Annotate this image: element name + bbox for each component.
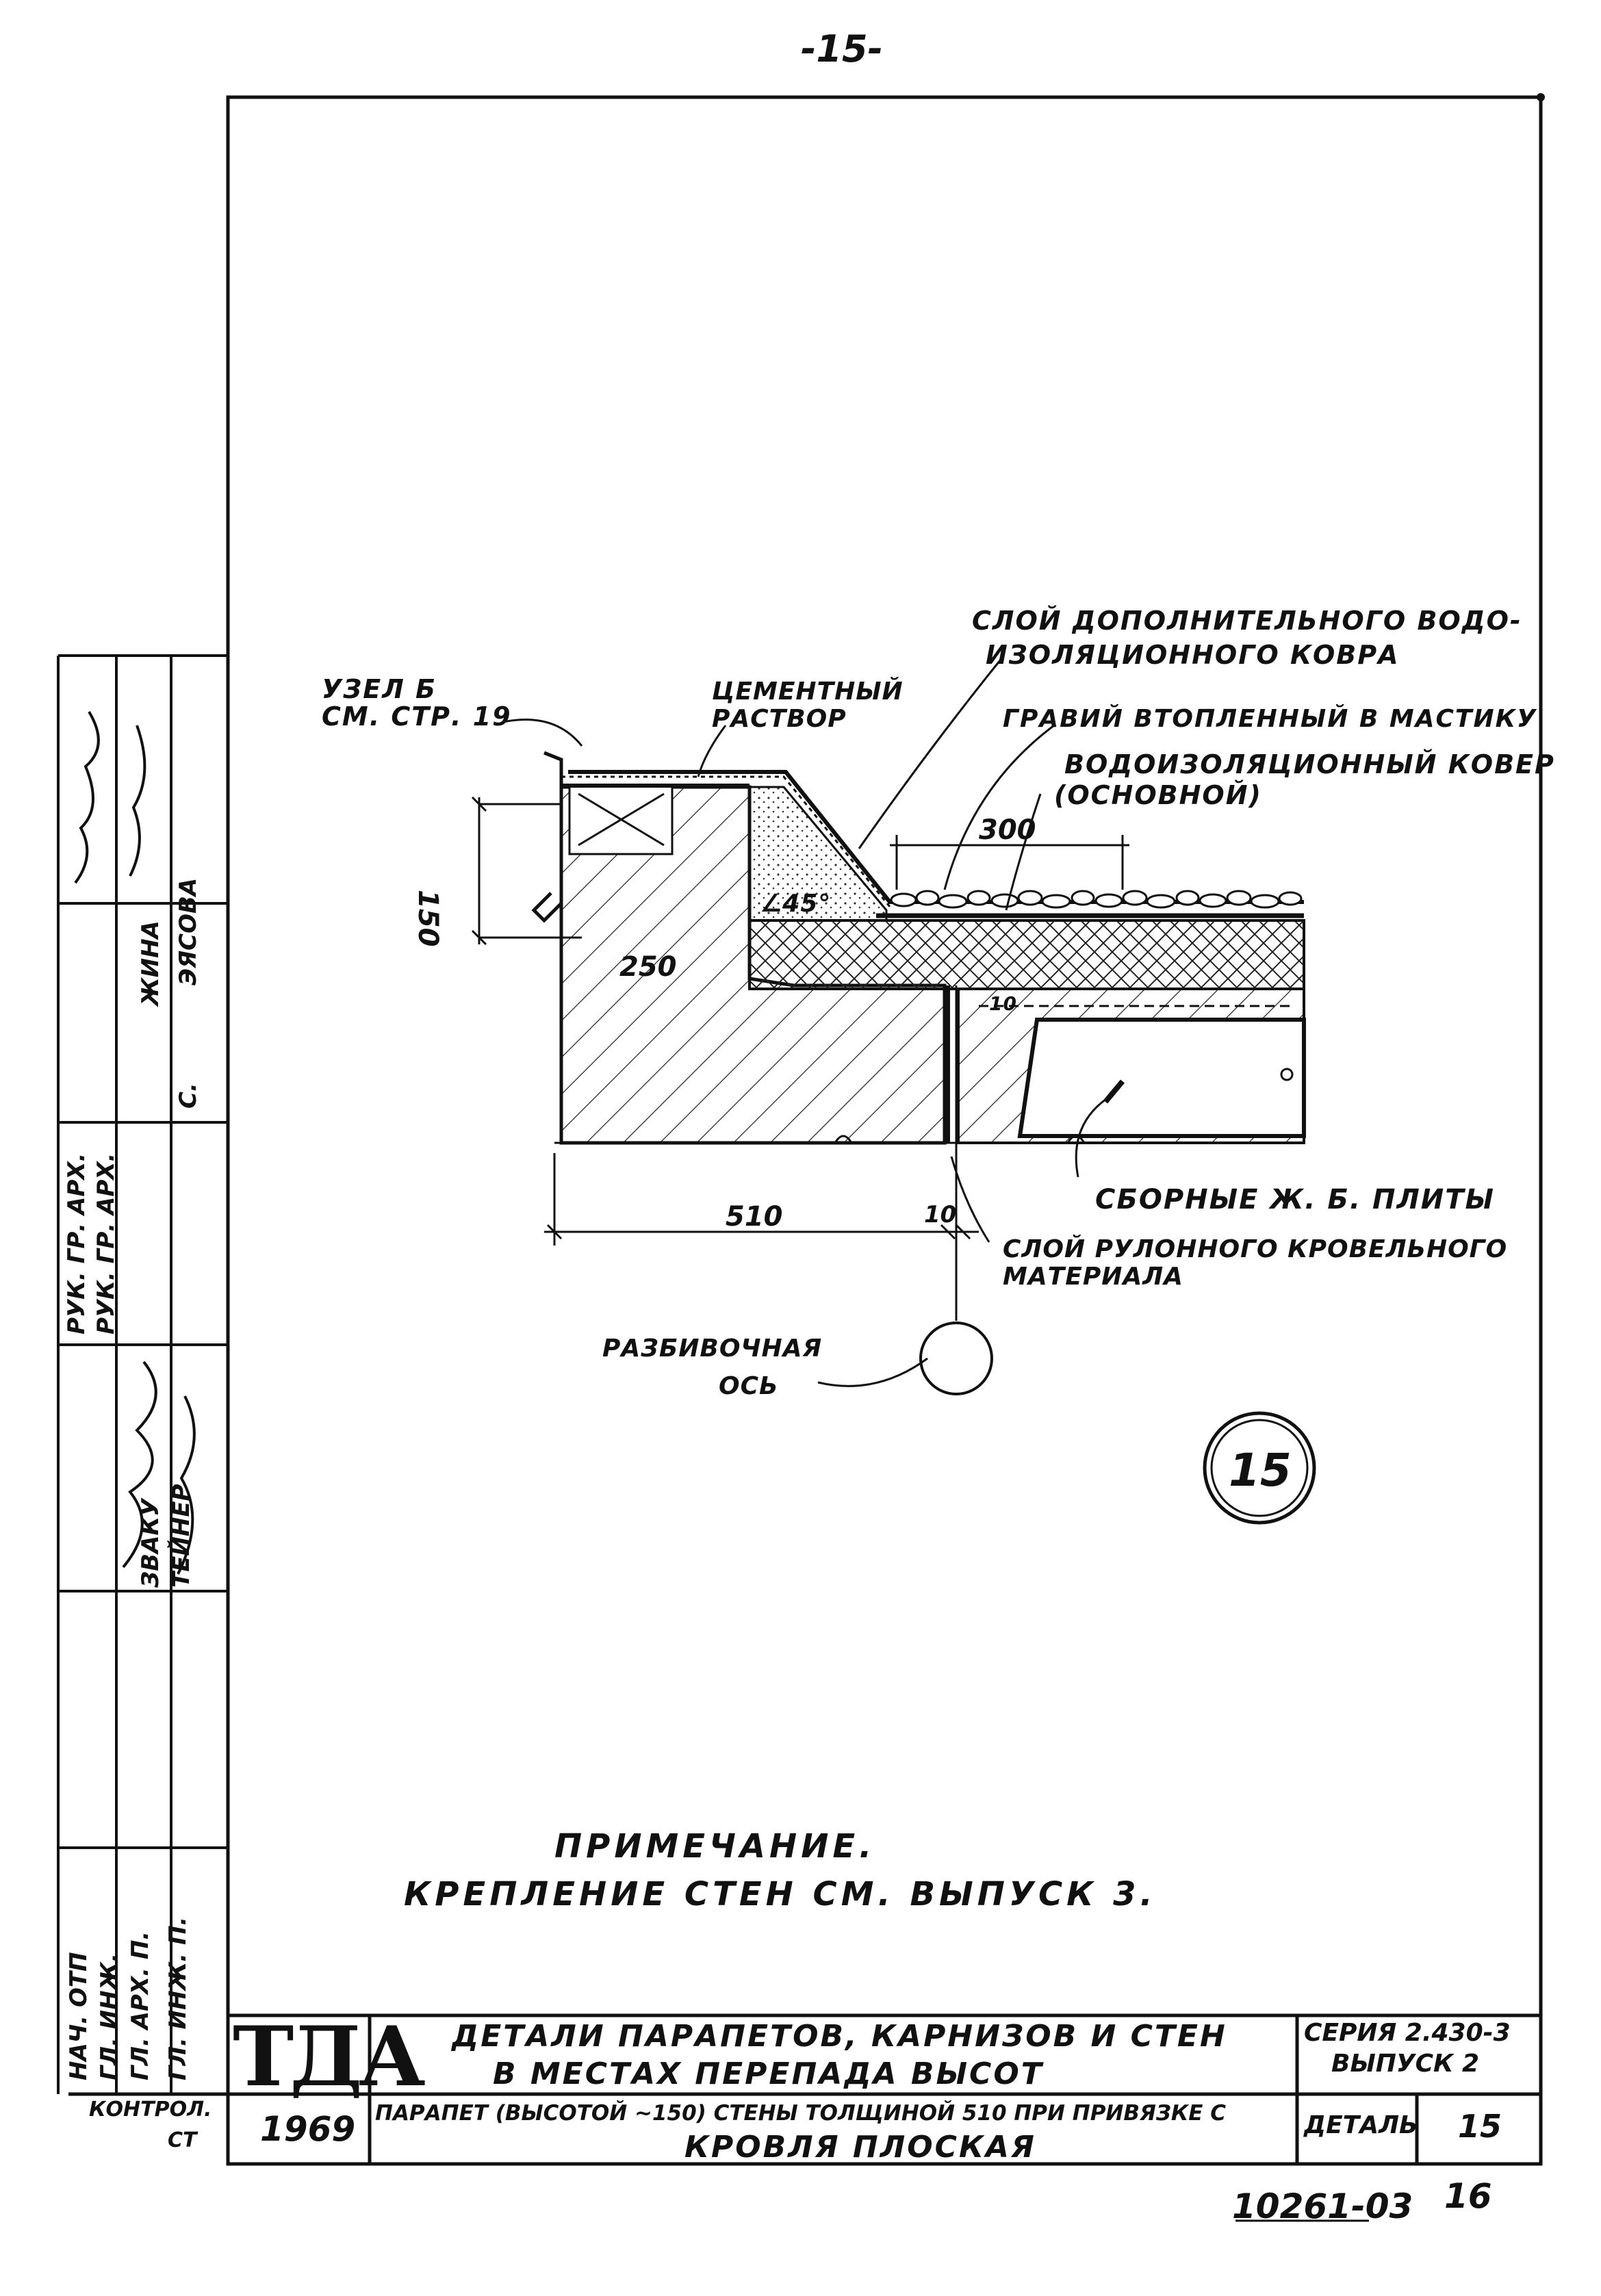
footer-page: 16 [1444, 2176, 1492, 2216]
title-block-subtitle-line2: КРОВЛЯ ПЛОСКАЯ [684, 2130, 1036, 2165]
callout-cement-line1: ЦЕМЕНТНЫЙ [712, 678, 904, 706]
side-role-5: РУК. ГР. АРХ. [63, 1152, 90, 1334]
callout-node-b-line1: УЗЕЛ Б [322, 674, 437, 704]
insulation-layer [748, 919, 1305, 990]
detail-badge-number: 15 [1229, 1444, 1292, 1497]
title-block-frame [68, 2013, 1541, 2164]
flashing [531, 751, 563, 923]
dim-150-label: 150 [412, 890, 444, 947]
note-text: КРЕПЛЕНИЕ СТЕН СМ. ВЫПУСК 3. [404, 1875, 1157, 1913]
title-block-logo: ТДА [233, 2009, 426, 2105]
title-block-control-line2: СТ [168, 2128, 197, 2152]
callout-extra-layer-line1: СЛОЙ ДОПОЛНИТЕЛЬНОГО ВОДО- [972, 606, 1522, 636]
callout-roll-layer-line1: СЛОЙ РУЛОННОГО КРОВЕЛЬНОГО [1003, 1235, 1508, 1263]
title-block-series-line1: СЕРИЯ 2.430-3 [1304, 2019, 1511, 2047]
gravel [890, 890, 1303, 909]
side-name-4: ЖИНА [137, 920, 164, 1006]
title-block-year: 1969 [260, 2109, 356, 2149]
dim-150 [471, 796, 582, 946]
dim-angle-label: ∠45° [760, 890, 832, 918]
dim-300 [890, 835, 1129, 890]
axis-marker [919, 1321, 993, 1395]
side-role-3: ГЛ. АРХ. П. [127, 1931, 154, 2080]
side-name-2: ТЕЙНЕР [168, 1484, 195, 1588]
sheet-frame [226, 95, 1543, 2166]
callout-slabs: СБОРНЫЕ Ж. Б. ПЛИТЫ [1095, 1184, 1495, 1215]
footer-code: 10261-03 [1232, 2187, 1413, 2226]
title-block-detail-number: 15 [1458, 2108, 1502, 2145]
title-block-title-line2: В МЕСТАХ ПЕРЕПАДА ВЫСОТ [493, 2056, 1044, 2091]
title-block-subtitle-line1: ПАРАПЕТ (ВЫСОТОЙ ~150) СТЕНЫ ТОЛЩИНОЙ 51… [375, 2101, 1226, 2126]
dim-510 [544, 1153, 979, 1246]
side-name-3: ЭЯСОВА [175, 877, 202, 985]
side-role-4: ГЛ. ИНЖ. П. [164, 1916, 192, 2080]
side-role-6: РУК. ГР. АРХ. [92, 1152, 120, 1334]
side-role-2: ГЛ. ИНЖ. [96, 1952, 123, 2080]
dim-300-label: 300 [979, 814, 1036, 846]
title-block-detail-label: ДЕТАЛЬ [1304, 2111, 1418, 2139]
callout-axis-line1: РАЗБИВОЧНАЯ [602, 1334, 823, 1363]
side-name-5: С. [175, 1083, 202, 1109]
callout-node-b-line2: СМ. СТР. 19 [322, 701, 512, 732]
callout-extra-layer-line2: ИЗОЛЯЦИОННОГО КОВРА [986, 640, 1400, 670]
leader-lines [502, 656, 1113, 1243]
callout-axis-line2: ОСЬ [719, 1372, 779, 1400]
side-name-1: ЗВАКУ [137, 1498, 164, 1588]
detail-badge-circle [1203, 1411, 1316, 1525]
callout-cement-line2: РАСТВОР [712, 705, 847, 733]
slab-void [1017, 1018, 1306, 1138]
side-stamp-frame [57, 654, 228, 2094]
dim-510-label: 510 [726, 1201, 783, 1233]
dim-10-label: 10 [924, 1201, 957, 1228]
callout-roll-layer-line2: МАТЕРИАЛА [1003, 1263, 1183, 1291]
page-number: -15- [801, 27, 883, 70]
note-title: ПРИМЕЧАНИЕ. [554, 1827, 876, 1866]
callout-gravel: ГРАВИЙ ВТОПЛЕННЫЙ В МАСТИКУ [1003, 705, 1537, 733]
title-block-series-line2: ВЫПУСК 2 [1331, 2050, 1480, 2078]
break-line [554, 1135, 1304, 1144]
dim-10-slab-label: 10 [989, 992, 1017, 1015]
title-block-title-line1: ДЕТАЛИ ПАРАПЕТОВ, КАРНИЗОВ И СТЕН [452, 2019, 1227, 2054]
side-role-1: НАЧ. ОТП [65, 1952, 92, 2080]
callout-main-carpet-line2: (ОСНОВНОЙ) [1054, 780, 1262, 810]
title-block-control-line1: КОНТРОЛ. [89, 2098, 212, 2121]
callout-main-carpet-line1: ВОДОИЗОЛЯЦИОННЫЙ КОВЕР [1064, 749, 1555, 779]
dim-250-label: 250 [619, 951, 677, 983]
